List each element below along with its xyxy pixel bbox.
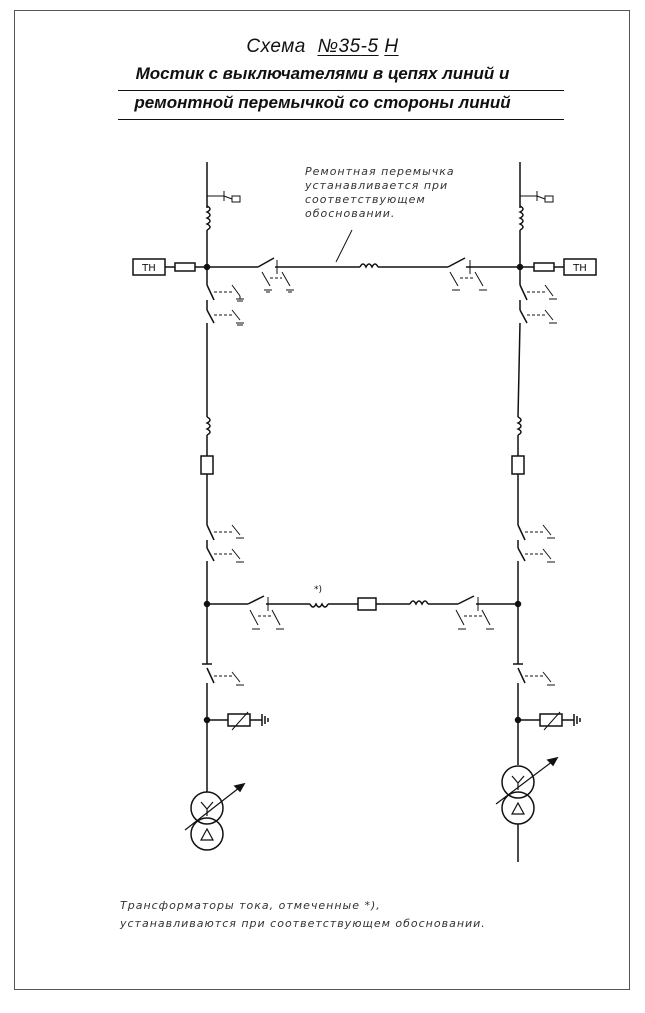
left-vt: ТН bbox=[132, 258, 207, 276]
repair-jumper bbox=[207, 257, 520, 293]
scheme-letter: Н bbox=[384, 36, 399, 57]
vt-fuse bbox=[174, 262, 196, 272]
scheme-subtitle-line1: Мостик с выключателями в цепях линий и bbox=[135, 64, 510, 83]
right-feeder bbox=[495, 162, 581, 862]
line-trap-coil bbox=[205, 205, 211, 231]
vt-fuse bbox=[533, 262, 555, 272]
vt-label: ТН bbox=[572, 263, 587, 274]
footnote-line: устанавливаются при соответствующем обос… bbox=[120, 917, 486, 930]
scheme-number: №35 bbox=[317, 36, 361, 57]
footnote: Трансформаторы тока, отмеченные *), уста… bbox=[120, 897, 600, 933]
subtitle-underline-1 bbox=[118, 90, 564, 91]
current-transformer-coil bbox=[205, 416, 211, 436]
footnote-line: Трансформаторы тока, отмеченные *), bbox=[120, 899, 381, 912]
right-vt: ТН bbox=[520, 258, 597, 276]
surge-arrester bbox=[539, 713, 563, 727]
jumper-note: Ремонтная перемычка устанавливается при … bbox=[305, 165, 495, 221]
subtitle-underline-2 bbox=[118, 119, 564, 120]
left-feeder bbox=[184, 162, 269, 851]
line-trap-coil bbox=[518, 205, 524, 231]
circuit-breaker bbox=[200, 455, 214, 475]
jumper-note-line: Ремонтная перемычка bbox=[305, 165, 455, 178]
scheme-subtitle-line2: ремонтной перемычкой со стороны линий bbox=[134, 93, 511, 112]
scheme-suffix: -5 bbox=[360, 36, 379, 57]
jumper-note-line: обосновании. bbox=[305, 207, 396, 220]
bridge-section: *) bbox=[207, 585, 518, 630]
power-transformer-winding bbox=[501, 791, 535, 825]
jumper-note-line: устанавливается при bbox=[305, 179, 449, 192]
power-transformer-winding bbox=[190, 817, 224, 851]
scheme-prefix: Схема bbox=[246, 36, 306, 57]
circuit-breaker bbox=[511, 455, 525, 475]
current-transformer-coil bbox=[516, 416, 522, 436]
surge-arrester bbox=[227, 713, 251, 727]
power-transformer-winding bbox=[501, 765, 535, 799]
bridge-breaker bbox=[357, 597, 377, 611]
vt-label: ТН bbox=[141, 263, 156, 274]
scheme-title: Схема №35-5 Н bbox=[0, 36, 645, 58]
power-transformer-winding bbox=[190, 791, 224, 825]
ct-asterisk-label: *) bbox=[314, 585, 322, 595]
jumper-note-leader bbox=[335, 229, 353, 263]
sheet-frame bbox=[14, 10, 630, 990]
jumper-note-line: соответствующем bbox=[305, 193, 426, 206]
